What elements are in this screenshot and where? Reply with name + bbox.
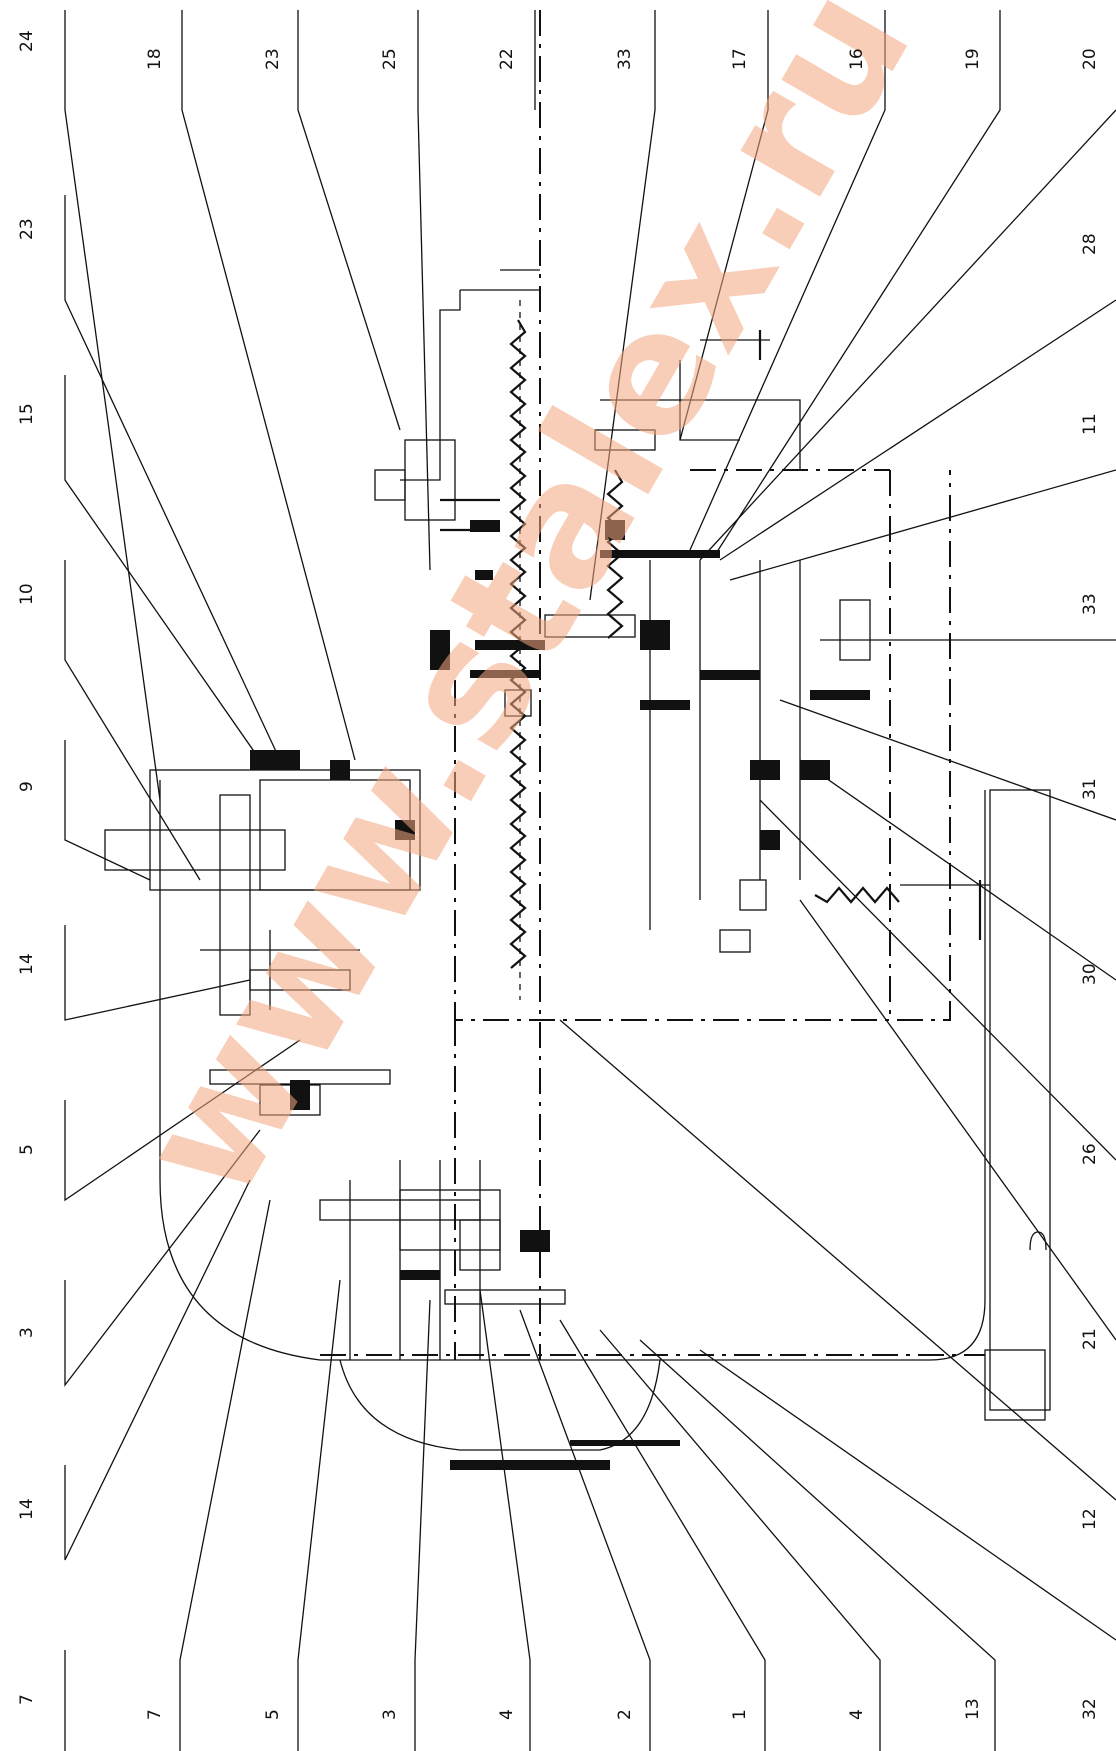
- label: 18: [145, 48, 165, 70]
- label: 20: [1080, 48, 1100, 70]
- label: 14: [17, 953, 37, 975]
- label: 33: [1080, 593, 1100, 615]
- label: 5: [263, 1709, 283, 1720]
- label: 23: [263, 48, 283, 70]
- feed-box: [104, 750, 421, 1116]
- left-leader-frames: [64, 195, 301, 1751]
- label: 9: [17, 781, 37, 792]
- label: 7: [145, 1709, 165, 1720]
- machine-body: [159, 780, 1051, 1451]
- label: 15: [17, 403, 37, 425]
- label: 26: [1080, 1143, 1100, 1165]
- label: 23: [17, 218, 37, 240]
- label: 1: [730, 1709, 750, 1720]
- label: 10: [17, 583, 37, 605]
- label: 2: [615, 1709, 635, 1720]
- lead-screw-upper: [509, 319, 527, 969]
- label: 16: [847, 48, 867, 70]
- label: 7: [17, 1694, 37, 1705]
- labels-top: 18 23 25 22 33 17 16 19 20: [145, 48, 1100, 70]
- label: 4: [497, 1709, 517, 1720]
- label: 21: [1080, 1328, 1100, 1350]
- label: 28: [1080, 233, 1100, 255]
- label: 19: [963, 48, 983, 70]
- bottom-leader-frames: [179, 1199, 1116, 1751]
- labels-bottom: 7 5 3 4 2 1 4 13 32: [145, 1698, 1100, 1720]
- label: 33: [615, 48, 635, 70]
- feed-screw-lower: [814, 886, 900, 904]
- apron-gears: [544, 330, 990, 953]
- label: 30: [1080, 963, 1100, 985]
- label: 13: [963, 1698, 983, 1720]
- label: 25: [380, 48, 400, 70]
- label: 32: [1080, 1698, 1100, 1720]
- label: 17: [730, 48, 750, 70]
- label: 22: [497, 48, 517, 70]
- label: 24: [17, 30, 37, 52]
- gearbox: [319, 1160, 680, 1470]
- watermark: www.stalex.ru: [100, 0, 949, 1230]
- label: 31: [1080, 778, 1100, 800]
- label: 4: [847, 1709, 867, 1720]
- center-lines: [320, 10, 985, 1360]
- label: 14: [17, 1498, 37, 1520]
- label: 11: [1080, 413, 1100, 435]
- labels-left: 24 23 15 10 9 14 5 3 14 7: [17, 30, 37, 1705]
- label: 5: [17, 1144, 37, 1155]
- label: 3: [17, 1327, 37, 1338]
- spindle-assembly: [374, 269, 545, 1000]
- label: 3: [380, 1709, 400, 1720]
- label: 12: [1080, 1508, 1100, 1530]
- labels-right: 28 11 33 31 30 26 21 12: [1080, 233, 1100, 1530]
